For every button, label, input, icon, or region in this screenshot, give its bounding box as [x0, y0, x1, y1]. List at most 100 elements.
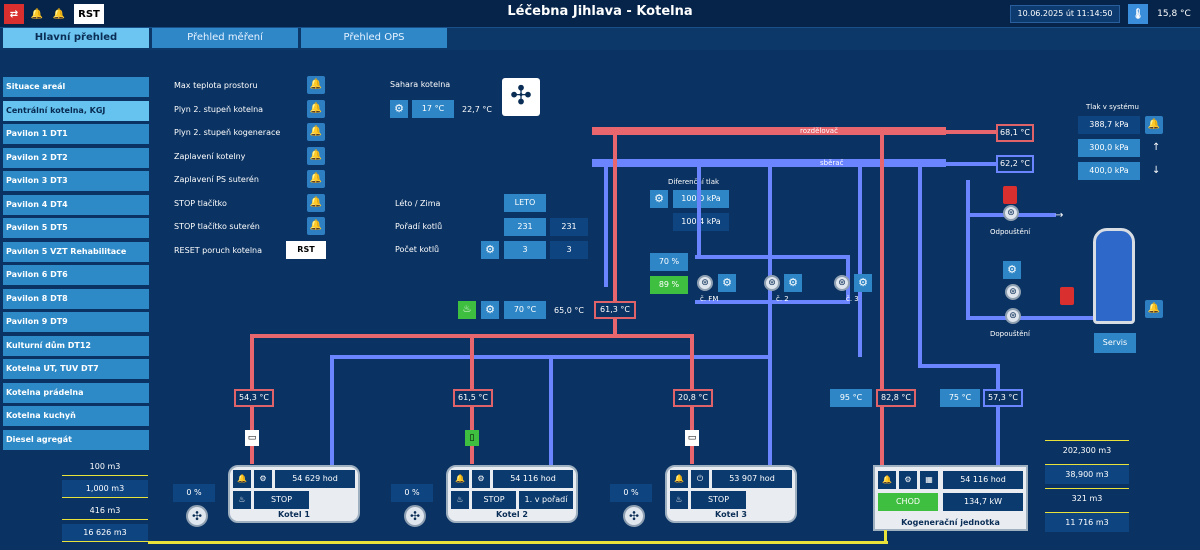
- gear-icon[interactable]: ⚙: [650, 190, 668, 208]
- reset-button[interactable]: RST: [74, 4, 104, 24]
- gear-icon[interactable]: ⚙: [784, 274, 802, 292]
- reset-faults-button[interactable]: RST: [286, 241, 326, 259]
- bell-icon[interactable]: 🔔: [233, 470, 251, 488]
- bell-icon[interactable]: 🔔: [670, 470, 688, 488]
- kgj-return-setpoint[interactable]: 75 °C: [940, 389, 980, 407]
- valve-icon[interactable]: ▭: [245, 430, 259, 446]
- alarm-label: Zaplavení PS suterén: [174, 175, 259, 184]
- burner-fan-icon[interactable]: ✣: [404, 505, 426, 527]
- sidebar-item[interactable]: Pavilon 2 DT2: [3, 147, 149, 168]
- mixer-supply-temp: 61,3 °C: [594, 301, 636, 319]
- sidebar-item[interactable]: Pavilon 5 DT5: [3, 218, 149, 238]
- bell-icon[interactable]: 🔔: [878, 471, 896, 489]
- service-button[interactable]: Servis: [1094, 333, 1136, 353]
- pressure-low[interactable]: 400,0 kPa: [1078, 162, 1140, 180]
- gear-icon[interactable]: ⚙: [1003, 261, 1021, 279]
- alarm-label: STOP tlačítko suterén: [174, 222, 260, 231]
- gear-icon[interactable]: ⚙: [390, 100, 408, 118]
- gear-icon[interactable]: ⚙: [472, 470, 490, 488]
- sidebar-item[interactable]: Situace areál: [3, 77, 149, 97]
- fill-valve-icon[interactable]: [1060, 287, 1074, 305]
- bell-icon[interactable]: 🔔: [307, 170, 325, 188]
- alarm-ack-icon[interactable]: 🔔: [30, 8, 44, 20]
- kgj-supply-setpoint[interactable]: 95 °C: [830, 389, 872, 407]
- bell-icon[interactable]: 🔔: [307, 76, 325, 94]
- cogeneration-unit[interactable]: 🔔 ⚙ ▦ 54 116 hod CHOD 134,7 kW Kogenerač…: [873, 465, 1028, 531]
- diff-actual: 100,4 kPa: [673, 213, 729, 231]
- diff-setpoint[interactable]: 100,0 kPa: [673, 190, 729, 208]
- sidebar-item[interactable]: Pavilon 4 DT4: [3, 194, 149, 215]
- burner-fan-icon[interactable]: ✣: [186, 505, 208, 527]
- sahara-setpoint[interactable]: 17 °C: [412, 100, 454, 118]
- pump-icon[interactable]: ⊛: [697, 275, 713, 291]
- sidebar-item[interactable]: Kotelna prádelna: [3, 382, 149, 403]
- relief-valve-icon[interactable]: [1003, 186, 1017, 204]
- sidebar-item[interactable]: Diesel agregát: [3, 429, 149, 450]
- sidebar-item[interactable]: Pavilon 8 DT8: [3, 288, 149, 309]
- bell-icon[interactable]: 🔔: [307, 217, 325, 235]
- bell-icon[interactable]: 🔔: [307, 146, 325, 165]
- valve-icon[interactable]: ▯: [465, 430, 479, 446]
- pump-setpoint[interactable]: 70 %: [650, 253, 688, 271]
- kgj-return-temp: 57,3 °C: [983, 389, 1023, 407]
- sidebar-item[interactable]: Pavilon 5 VZT Rehabilitace: [3, 241, 149, 262]
- burner-fan-icon[interactable]: ✣: [623, 505, 645, 527]
- tab-main[interactable]: Hlavní přehled: [3, 28, 149, 48]
- gear-icon[interactable]: ⚙: [481, 301, 499, 319]
- return-pipe: [549, 355, 553, 465]
- tab-ops[interactable]: Přehled OPS: [301, 28, 447, 48]
- calendar-icon[interactable]: ▦: [920, 471, 938, 489]
- sidebar-item[interactable]: Pavilon 3 DT3: [3, 171, 149, 191]
- valve-icon[interactable]: ▭: [685, 430, 699, 446]
- gear-icon[interactable]: ⚙: [854, 274, 872, 292]
- sidebar-item[interactable]: Pavilon 1 DT1: [3, 124, 149, 144]
- bell-icon[interactable]: 🔔: [307, 123, 325, 141]
- order-set[interactable]: 231: [504, 218, 546, 236]
- tab-measurements[interactable]: Přehled měření: [152, 28, 298, 48]
- order-actual: 231: [550, 218, 588, 236]
- supply-header-label: rozdělovač: [800, 127, 838, 135]
- bell-icon[interactable]: 🔔: [1145, 300, 1163, 318]
- sidebar-item[interactable]: Kotelna kuchyň: [3, 406, 149, 426]
- count-set[interactable]: 3: [504, 241, 546, 259]
- power-icon[interactable]: ⏻: [691, 470, 709, 488]
- sidebar-item[interactable]: Pavilon 9 DT9: [3, 312, 149, 332]
- boiler-state: STOP: [472, 491, 516, 509]
- sidebar-item[interactable]: Kotelna UT, TUV DT7: [3, 359, 149, 379]
- season-value[interactable]: LETO: [504, 194, 546, 212]
- bell-icon[interactable]: 🔔: [307, 193, 325, 212]
- pressure-high[interactable]: 300,0 kPa: [1078, 139, 1140, 157]
- boiler-hours: 53 907 hod: [712, 470, 792, 488]
- gear-icon[interactable]: ⚙: [254, 470, 272, 488]
- pump-icon[interactable]: ⊛: [1005, 284, 1021, 300]
- alarm-label: Max teplota prostoru: [174, 81, 258, 90]
- gear-icon[interactable]: ⚙: [718, 274, 736, 292]
- meter-value: 202,300 m3: [1045, 440, 1129, 460]
- boiler-name: Kotel 1: [278, 510, 310, 519]
- pump-2-label: č. 2: [776, 295, 789, 303]
- return-header-pipe: [592, 159, 946, 167]
- bell-icon[interactable]: 🔔: [451, 470, 469, 488]
- gear-icon[interactable]: ⚙: [481, 241, 499, 259]
- boiler-state: STOP: [691, 491, 746, 509]
- boiler[interactable]: 🔔 ⚙ 54 116 hod ♨ STOP 1. v pořadí Kotel …: [446, 465, 578, 523]
- boiler[interactable]: 🔔 ⏻ 53 907 hod ♨ STOP Kotel 3: [665, 465, 797, 523]
- mixer-setpoint[interactable]: 70 °C: [504, 301, 546, 319]
- sidebar-item[interactable]: Kulturní dům DT12: [3, 335, 149, 356]
- supply-pipe: [880, 407, 884, 465]
- gear-icon[interactable]: ⚙: [899, 471, 917, 489]
- bell-icon[interactable]: 🔔: [1145, 116, 1163, 134]
- valve-icon[interactable]: ⊛: [1003, 205, 1019, 221]
- pump-icon[interactable]: ⊛: [834, 275, 850, 291]
- pump-icon[interactable]: ⊛: [764, 275, 780, 291]
- switch-icon[interactable]: ⇄: [4, 4, 24, 24]
- fan-icon[interactable]: ✣: [502, 78, 540, 116]
- sidebar-item[interactable]: Centrální kotelna, KGJ: [3, 100, 149, 121]
- bell-icon[interactable]: 🔔: [52, 8, 66, 20]
- bell-icon[interactable]: 🔔: [307, 99, 325, 118]
- sidebar-item[interactable]: Pavilon 6 DT6: [3, 265, 149, 285]
- pump-icon[interactable]: ⊛: [1005, 308, 1021, 324]
- supply-header-pipe: [592, 127, 946, 135]
- pump-pipe: [695, 255, 850, 259]
- boiler[interactable]: 🔔 ⚙ 54 629 hod ♨ STOP Kotel 1: [228, 465, 360, 523]
